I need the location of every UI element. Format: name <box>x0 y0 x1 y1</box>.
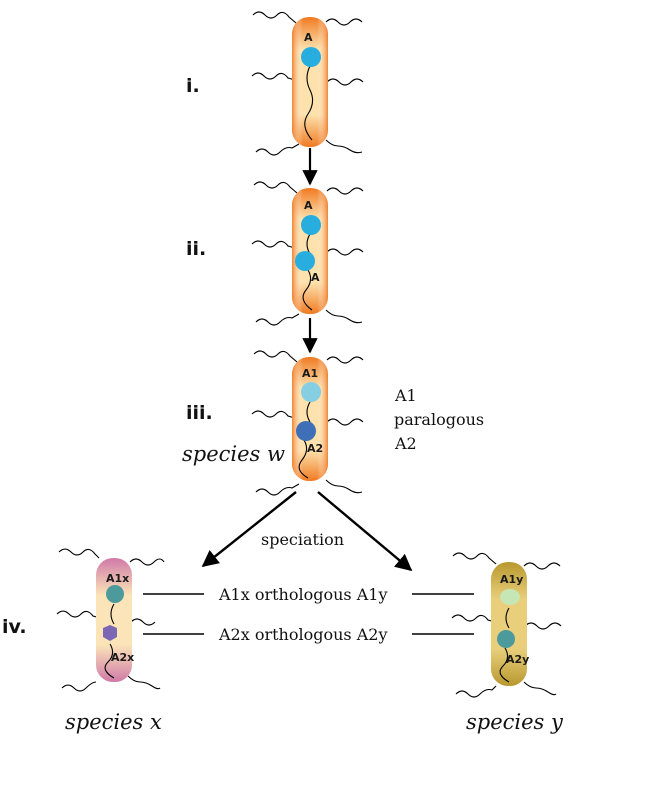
gene-label-a1-step-ii: A <box>304 199 313 212</box>
speciation-label: speciation <box>261 530 344 549</box>
species-x: A1x A2x species x <box>56 548 165 734</box>
dna-strand-left-bot-3 <box>255 483 300 496</box>
step-ii: ii. A A <box>186 181 364 326</box>
dna-strand-right-bot-2 <box>325 309 363 324</box>
paralog-a1-label: A1 <box>394 386 417 405</box>
gene-label-a2x: A2x <box>111 651 134 664</box>
gene-label-a1y: A1y <box>500 573 523 586</box>
dna-inner-strand-x <box>104 603 115 679</box>
gene-a-step-i <box>301 47 321 67</box>
dna-strand-x-left-bot <box>61 681 97 692</box>
species-y: A1y A2y species y <box>451 552 564 734</box>
species-y-label: species y <box>466 710 564 734</box>
species-w-label: species w <box>182 442 285 466</box>
species-x-label: species x <box>65 710 162 734</box>
dna-strand-left-top-3 <box>253 350 298 363</box>
dna-strand-y-left-bot <box>455 685 497 698</box>
arrow-speciation-left <box>201 491 297 568</box>
dna-strand-x-left-top <box>58 548 100 559</box>
dna-strand-right-mid-3 <box>326 418 364 426</box>
gene-label-a2-step-ii: A <box>311 271 320 284</box>
paralog-a2-label: A2 <box>394 434 417 453</box>
step-label-ii: ii. <box>186 238 206 260</box>
gene-a1x <box>106 585 124 603</box>
dna-inner-strand-y <box>499 607 510 683</box>
gene-a-copy2-step-ii <box>295 251 315 271</box>
gene-a2x <box>103 625 117 641</box>
dna-strand-y-right-bot <box>523 681 557 696</box>
gene-label-a2-step-iii: A2 <box>307 442 323 455</box>
dna-strand-left-mid-2 <box>251 240 296 249</box>
step-label-i: i. <box>186 75 200 97</box>
dna-inner-strand-3 <box>298 401 311 479</box>
dna-strand-right-top-1 <box>325 18 363 26</box>
dna-strand-right-bot-1 <box>325 139 363 154</box>
step-i: i. A <box>186 11 364 156</box>
dna-strand-right-top-3 <box>326 356 364 364</box>
dna-strand-y-left-mid <box>451 614 496 623</box>
step-label-iv: iv. <box>2 616 27 638</box>
dna-strand-right-top-2 <box>326 187 364 195</box>
step-iii: iii. species w A1 A2 A1 paralogous A2 <box>182 350 484 496</box>
dna-strand-y-right-mid <box>524 622 562 630</box>
gene-label-a1-step-iii: A1 <box>302 367 318 380</box>
gene-label-a1x: A1x <box>106 572 129 585</box>
dna-strand-right-mid-2 <box>326 248 364 256</box>
paralogous-label: paralogous <box>394 410 484 429</box>
gene-a1y <box>500 589 520 605</box>
gene-a-copy1-step-ii <box>301 215 321 235</box>
dna-strand-y-right-top <box>523 562 561 570</box>
step-label-iii: iii. <box>186 402 213 424</box>
gene-a1-step-iii <box>301 382 321 402</box>
ortholog-relation-2: A2x orthologous A2y <box>218 625 388 644</box>
dna-strand-y-left-top <box>452 552 497 565</box>
dna-strand-x-right-mid <box>130 618 156 626</box>
dna-strand-left-mid-1 <box>251 72 296 81</box>
dna-strand-x-left-mid <box>56 610 101 619</box>
dna-strand-x-right-top <box>129 558 165 566</box>
dna-strand-right-bot-3 <box>325 479 363 494</box>
dna-inner-strand-1 <box>304 65 314 141</box>
gene-label-a-step-i: A <box>304 31 313 44</box>
dna-strand-left-bot-1 <box>255 143 300 156</box>
dna-strand-right-mid-1 <box>326 78 364 86</box>
gene-a2-step-iii <box>296 421 316 441</box>
arrow-speciation-right <box>317 491 413 572</box>
gene-a2y <box>497 630 515 648</box>
dna-strand-left-mid-3 <box>251 410 296 419</box>
dna-strand-left-top-2 <box>253 181 298 194</box>
chromosome-species-x <box>96 558 132 682</box>
dna-strand-x-right-bot <box>127 675 161 690</box>
ortholog-relation-1: A1x orthologous A1y <box>218 585 388 604</box>
dna-strand-left-bot-2 <box>255 313 300 326</box>
dna-strand-left-top-1 <box>252 11 297 24</box>
gene-label-a2y: A2y <box>506 653 529 666</box>
